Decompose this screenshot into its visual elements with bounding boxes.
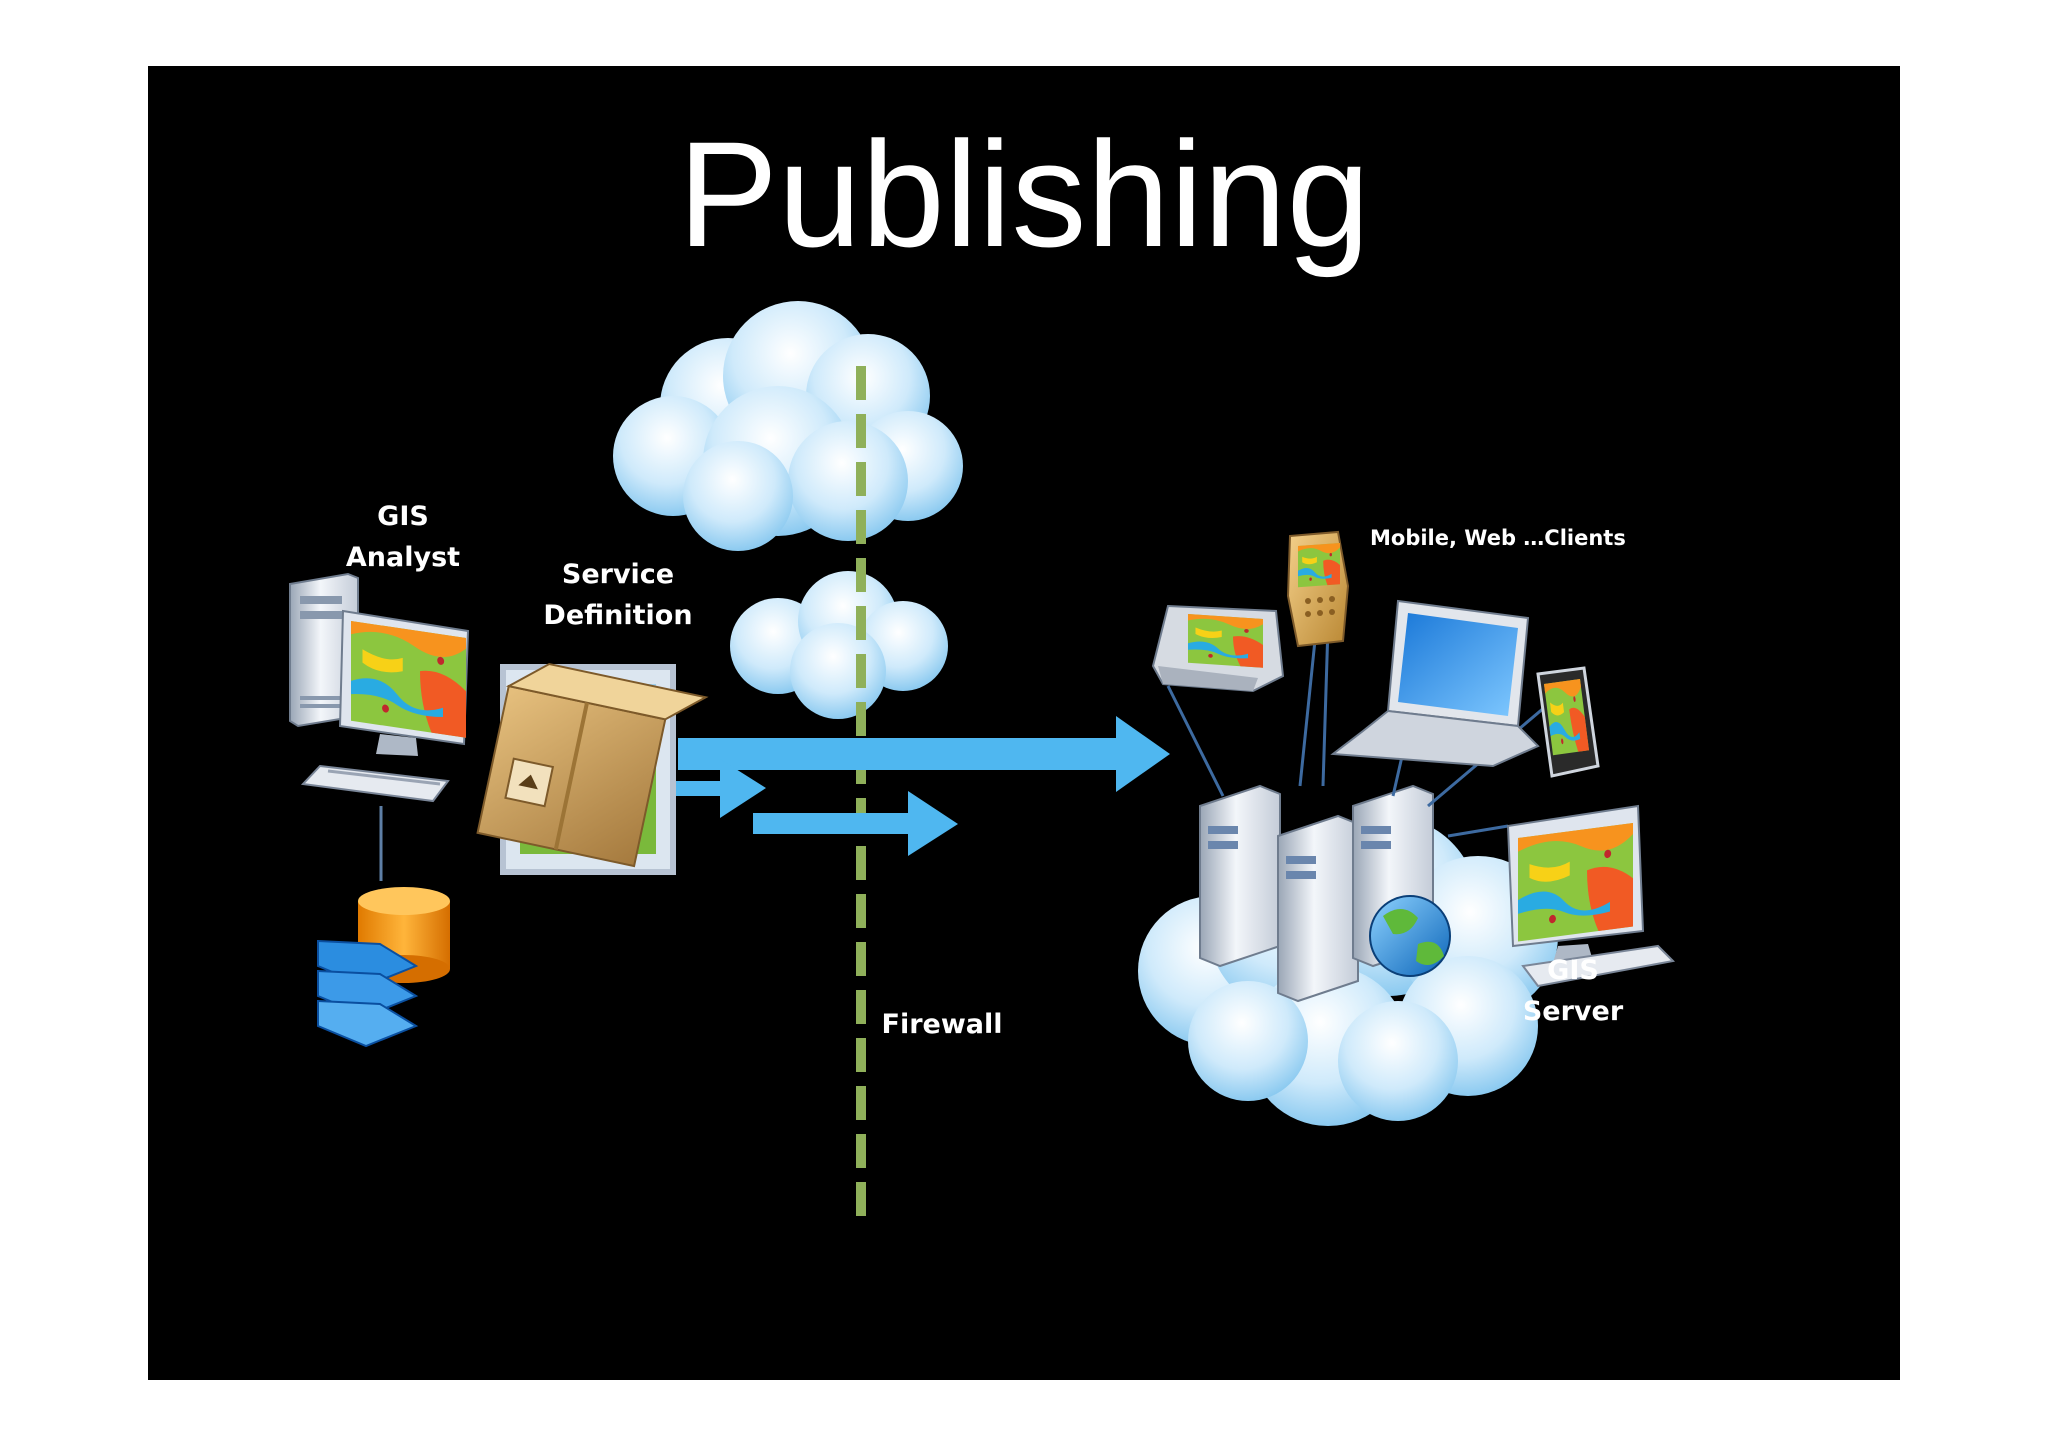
mobile-phone-icon [1286, 530, 1350, 648]
pda-device-icon [1151, 604, 1285, 693]
slide-title: Publishing [677, 110, 1371, 278]
package-box-icon [476, 662, 709, 875]
globe-icon [1369, 895, 1451, 977]
desktop-monitor-icon [1506, 804, 1676, 988]
laptop-icon [1330, 599, 1540, 768]
arrow-to-server [678, 716, 1170, 792]
service-definition-label: Service Definition [543, 559, 693, 631]
clients-label: Mobile, Web …Clients [1370, 526, 1626, 550]
tablet-icon [1536, 666, 1600, 778]
diagram-canvas [289, 301, 1676, 1221]
slide: Publishing GIS Analyst Service Definitio… [148, 66, 1900, 1380]
gis-analyst-label: GIS Analyst [345, 501, 461, 573]
layers-icon [317, 939, 419, 1048]
cloud-icon [613, 301, 963, 551]
firewall-label: Firewall [881, 1009, 1003, 1040]
cloud-icon [730, 571, 948, 719]
gis-server-label: GIS Server [1522, 955, 1624, 1027]
desktop-computer-icon [289, 572, 470, 803]
arrow-past-firewall [753, 791, 958, 856]
